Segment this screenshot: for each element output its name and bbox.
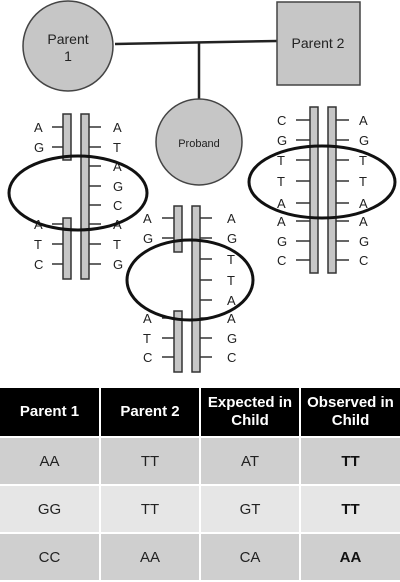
base-label: G	[34, 140, 44, 155]
base-label: T	[277, 153, 285, 168]
strand-right	[191, 205, 201, 373]
base-label: T	[113, 237, 121, 252]
table-cell: AT	[200, 437, 301, 486]
proband-label: Proband	[178, 138, 220, 150]
base-label: T	[143, 331, 151, 346]
base-label: C	[143, 350, 152, 365]
base-label: T	[359, 174, 367, 189]
header-observed: Observed in Child	[300, 388, 400, 438]
base-label: T	[227, 273, 235, 288]
base-label: T	[34, 237, 42, 252]
parent1-symbol	[22, 0, 114, 92]
strand-left-top	[62, 113, 72, 161]
base-label: G	[359, 234, 369, 249]
base-label: G	[143, 231, 153, 246]
chromosome-pair-proband: A G A T C A G T T A A G C	[125, 205, 255, 373]
highlight-ellipse	[125, 238, 255, 322]
strand-right	[80, 113, 90, 280]
highlight-ellipse	[7, 154, 149, 232]
base-label: T	[227, 252, 235, 267]
pedigree-diagram: Parent 1 Parent 2 Proband A G A T C A T …	[7, 0, 397, 373]
base-label: A	[277, 196, 286, 211]
mating-line	[114, 39, 278, 46]
base-label: G	[277, 234, 287, 249]
base-label: C	[277, 253, 286, 268]
highlight-ellipse	[247, 144, 397, 220]
table-row: AA TT AT TT	[0, 437, 400, 486]
base-label: C	[277, 113, 286, 128]
strand-left-bottom	[62, 217, 72, 280]
base-label: A	[227, 211, 236, 226]
table-header-row: Parent 1 Parent 2 Expected in Child Obse…	[0, 388, 400, 438]
base-label: G	[113, 257, 123, 272]
base-label: A	[34, 120, 43, 135]
header-parent2: Parent 2	[100, 388, 201, 438]
chromosome-pair-parent2: C G T T A A G C A G T T A A G C	[247, 106, 397, 274]
base-label: C	[227, 350, 236, 365]
table-cell: CC	[0, 533, 101, 582]
base-label: A	[227, 311, 236, 326]
table-cell: GG	[0, 485, 101, 534]
base-label: C	[359, 253, 368, 268]
table-cell: TT	[300, 437, 400, 486]
table-row: GG TT GT TT	[0, 485, 400, 534]
parent1-label-number: 1	[64, 48, 72, 64]
base-label: A	[359, 113, 368, 128]
table-cell: GT	[200, 485, 301, 534]
table-cell: AA	[300, 533, 400, 582]
strand-left-bottom	[173, 310, 183, 373]
base-label: G	[227, 231, 237, 246]
base-label: T	[359, 153, 367, 168]
strand-left-top	[173, 205, 183, 253]
base-label: G	[359, 133, 369, 148]
base-label: A	[113, 120, 122, 135]
header-parent1: Parent 1	[0, 388, 101, 438]
base-label: A	[227, 293, 236, 308]
base-label: T	[113, 140, 121, 155]
chromosome-pair-parent1: A G A T C A T A G C A T G	[7, 113, 149, 280]
base-label: C	[113, 198, 122, 213]
base-label: T	[277, 174, 285, 189]
table-cell: TT	[100, 485, 201, 534]
base-label: C	[34, 257, 43, 272]
table-cell: CA	[200, 533, 301, 582]
parent2-label: Parent 2	[292, 35, 345, 51]
base-label: A	[359, 196, 368, 211]
proband-symbol	[155, 98, 243, 186]
table-cell: TT	[100, 437, 201, 486]
base-label: G	[227, 331, 237, 346]
base-label: A	[277, 214, 286, 229]
parent2-symbol	[276, 1, 361, 86]
table-row: CC AA CA AA	[0, 533, 400, 582]
base-label: A	[143, 211, 152, 226]
base-label: G	[113, 179, 123, 194]
base-label: G	[277, 133, 287, 148]
table-cell: AA	[100, 533, 201, 582]
base-label: A	[113, 159, 122, 174]
strand-left	[309, 106, 319, 274]
table-cell: TT	[300, 485, 400, 534]
base-label: A	[143, 311, 152, 326]
strand-right	[327, 106, 337, 274]
header-expected: Expected in Child	[200, 388, 301, 438]
genotype-table: Parent 1 Parent 2 Expected in Child Obse…	[0, 388, 400, 582]
table-cell: AA	[0, 437, 101, 486]
base-label: A	[359, 214, 368, 229]
parent1-label: Parent	[47, 31, 88, 47]
